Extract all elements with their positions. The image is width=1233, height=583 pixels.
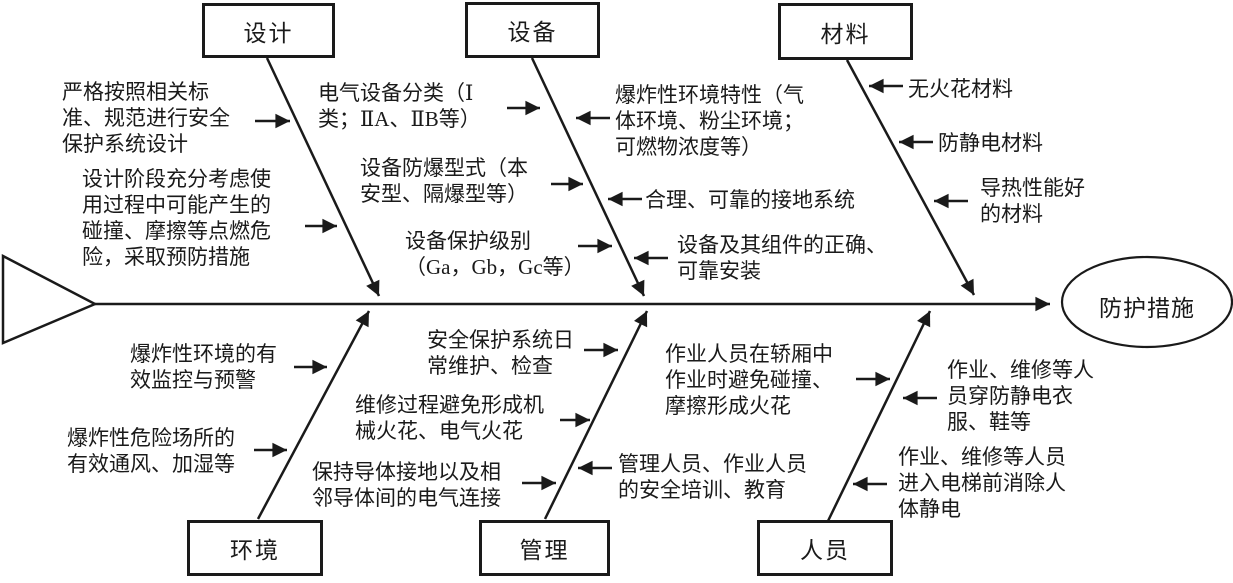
- personnel-cause-2-text: 作业、维修等人 员穿防静电衣 服、鞋等: [947, 358, 1094, 434]
- category-label-design: 设计: [243, 20, 294, 46]
- personnel-cause-3-text: 作业、维修等人员 进入电梯前消除人 体静电: [898, 445, 1066, 521]
- design-cause-1-text: 严格按照相关标 准、规范进行安全 保护系统设计: [62, 80, 230, 156]
- environment-cause-1-text: 爆炸性环境的有 效监控与预警: [130, 342, 277, 392]
- design-bone-line: [265, 57, 381, 297]
- management-cause-1-text: 安全保护系统日 常维护、检查: [427, 328, 574, 378]
- equipment-cause-6-text: 设备及其组件的正确、 可靠安装: [677, 233, 887, 283]
- environment-bone-line: [256, 310, 371, 520]
- personnel-bone-line: [826, 310, 932, 522]
- equipment-bone-line: [530, 57, 646, 297]
- head-label: 防护措施: [1099, 296, 1195, 321]
- category-box-management: 管理: [479, 520, 610, 576]
- material-cause-3-text: 导热性能好 的材料: [980, 176, 1085, 226]
- category-box-environment: 环境: [187, 520, 323, 576]
- equipment-cause-2-text: 设备防爆型式（本 安型、隔爆型等）: [360, 156, 528, 206]
- design-cause-2-text: 设计阶段充分考虑使 用过程中可能产生的 碰撞、摩擦等点燃危 险，采取预防措施: [82, 167, 271, 269]
- category-box-personnel: 人员: [757, 520, 893, 576]
- environment-cause-2-text: 爆炸性危险场所的 有效通风、加湿等: [67, 426, 235, 476]
- category-label-equipment: 设备: [507, 20, 558, 45]
- fishbone-tail-triangle: [1, 253, 98, 345]
- equipment-cause-3-text: 设备保护级别 （Ga，Gb，Gc等）: [405, 229, 585, 279]
- category-label-management: 管理: [519, 538, 570, 563]
- category-box-design: 设计: [202, 3, 335, 58]
- management-cause-3-text: 保持导体接地以及相 邻导体间的电气连接: [312, 460, 501, 510]
- equipment-cause-1-text: 电气设备分类（Ⅰ 类；ⅡA、ⅡB等）: [318, 81, 481, 131]
- equipment-cause-5-text: 合理、可靠的接地系统: [645, 188, 855, 212]
- category-label-environment: 环境: [230, 538, 280, 563]
- category-label-material: 材料: [820, 21, 871, 47]
- equipment-cause-4-text: 爆炸性环境特性（气 体环境、粉尘环境； 可燃物浓度等）: [615, 83, 804, 159]
- category-label-personnel: 人员: [800, 538, 850, 563]
- category-box-equipment: 设备: [465, 2, 600, 58]
- personnel-cause-1-text: 作业人员在轿厢中 作业时避免碰撞、 摩擦形成火花: [665, 342, 833, 418]
- material-bone-line: [845, 59, 976, 296]
- category-box-material: 材料: [778, 3, 913, 60]
- management-cause-2-text: 维修过程避免形成机 械火花、电气火花: [355, 393, 544, 443]
- management-bone-line: [543, 310, 649, 520]
- material-cause-1-text: 无火花材料: [908, 77, 1013, 101]
- material-cause-2-text: 防静电材料: [938, 131, 1043, 155]
- management-cause-4-text: 管理人员、作业人员 的安全培训、教育: [618, 452, 807, 502]
- head-ellipse: [1060, 255, 1233, 349]
